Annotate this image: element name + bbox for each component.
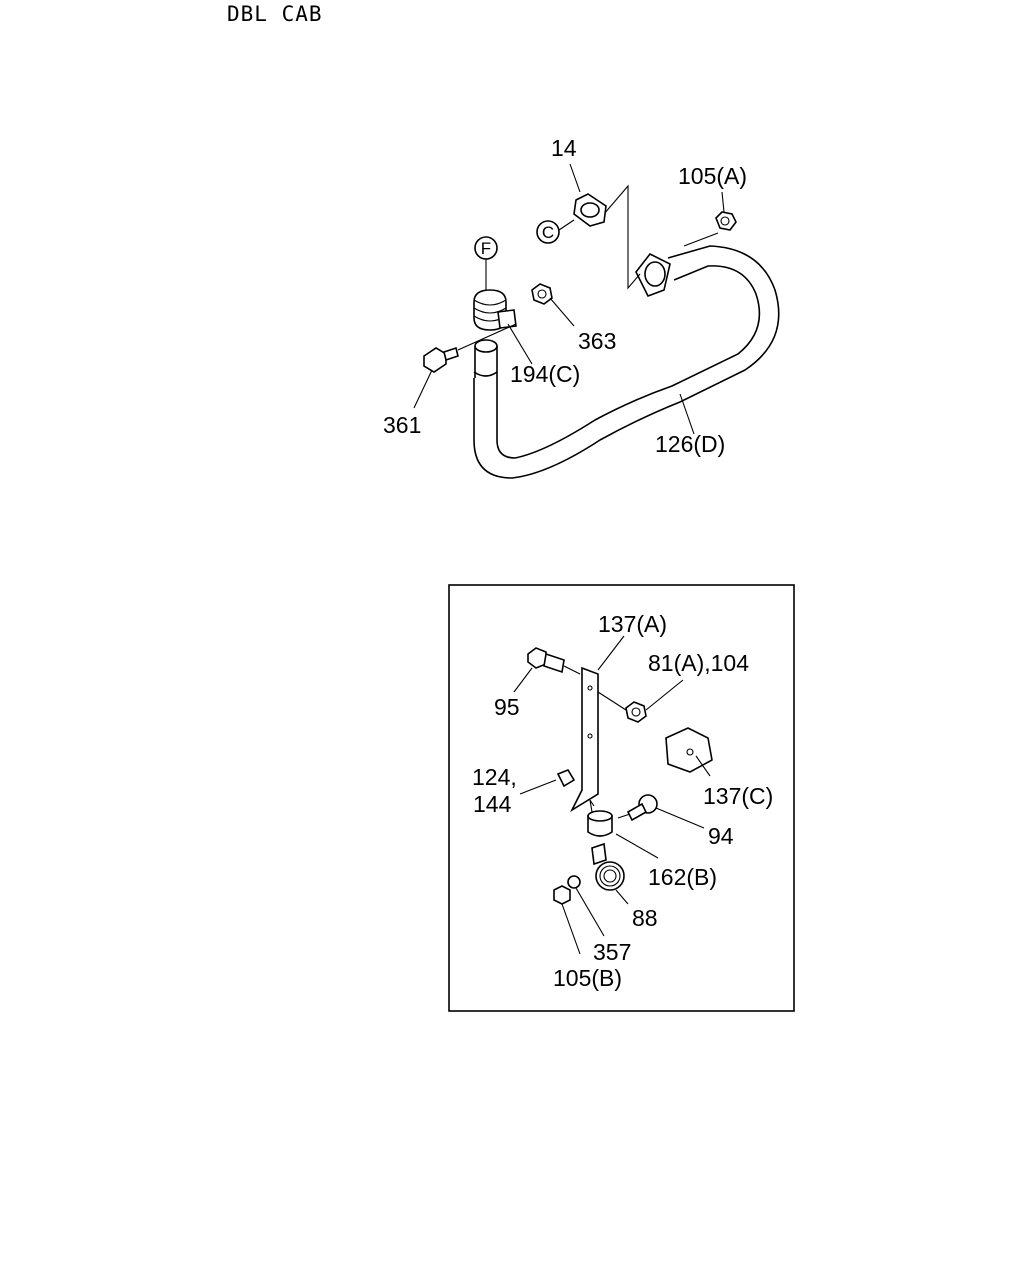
nut-105a (683, 211, 737, 247)
label-124: 124, (472, 764, 517, 790)
spring-88 (595, 861, 625, 891)
label-81a-104: 81(A),104 (648, 650, 749, 676)
bracket-137a (570, 666, 599, 813)
page-title: DBL CAB (227, 2, 323, 26)
callout-circle-c: C (536, 219, 575, 244)
label-126d: 126(D) (655, 431, 725, 457)
label-105a: 105(A) (678, 163, 747, 189)
label-137c: 137(C) (703, 783, 773, 809)
nut-363 (531, 283, 553, 305)
bolt-95 (527, 647, 581, 675)
label-137a: 137(A) (598, 611, 667, 637)
label-105b: 105(B) (553, 965, 622, 991)
bolt-94 (617, 794, 658, 822)
detail-frame (448, 584, 795, 1012)
bracket-137c (665, 727, 713, 773)
label-194c: 194(C) (510, 361, 580, 387)
label-363: 363 (578, 328, 616, 354)
nut-105b (553, 885, 571, 905)
label-14: 14 (551, 135, 577, 161)
circle-f-label: F (481, 239, 491, 258)
label-94: 94 (708, 823, 734, 849)
label-162b: 162(B) (648, 864, 717, 890)
label-88: 88 (632, 905, 658, 931)
cap-124-144 (556, 769, 576, 788)
nut-81a-104 (597, 691, 647, 723)
clamp-194c (473, 289, 517, 331)
label-361: 361 (383, 412, 421, 438)
label-144: 144 (473, 791, 512, 817)
gasket-14 (573, 193, 607, 227)
label-357: 357 (593, 939, 631, 965)
circle-c-label: C (542, 223, 554, 242)
washer-357 (567, 875, 581, 889)
bolt-361 (423, 323, 517, 373)
callout-circle-f: F (474, 236, 498, 290)
pipe-126d (473, 184, 780, 479)
mount-162b (587, 799, 613, 866)
label-95: 95 (494, 694, 520, 720)
